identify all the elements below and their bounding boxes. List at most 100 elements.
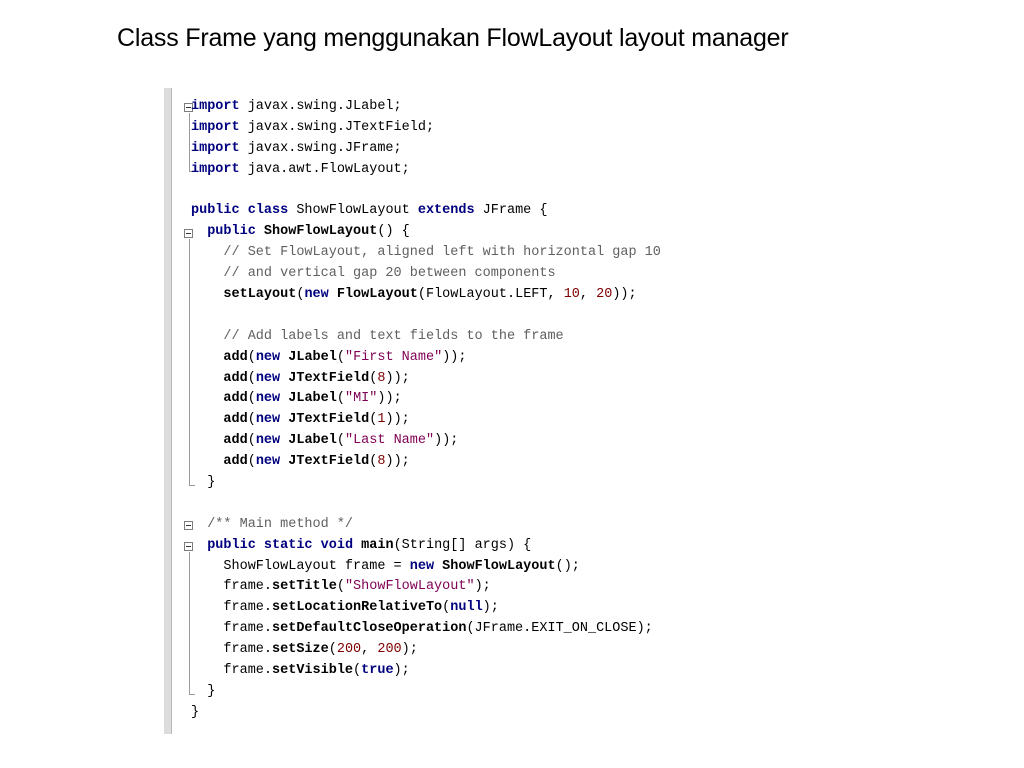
code-line: import java.awt.FlowLayout; xyxy=(191,160,661,181)
code-token: "MI" xyxy=(344,391,378,407)
code-token: new xyxy=(304,287,329,303)
fold-imports-icon[interactable] xyxy=(184,103,193,112)
code-token: ( xyxy=(336,349,345,365)
code-token: // Set FlowLayout, aligned left with hor… xyxy=(223,245,661,261)
code-token: (); xyxy=(555,558,580,574)
code-token: // and vertical gap 20 between component… xyxy=(223,266,556,282)
code-token: ( xyxy=(369,454,378,470)
code-token: /** Main method */ xyxy=(207,516,354,532)
code-token xyxy=(191,266,223,281)
code-token xyxy=(191,350,223,365)
code-token: ); xyxy=(401,642,418,658)
fold-main-icon[interactable] xyxy=(184,542,193,551)
code-token: add xyxy=(223,454,248,470)
code-token: )); xyxy=(442,349,467,365)
code-token: ShowFlowLayout xyxy=(288,203,418,219)
code-line: } xyxy=(191,473,661,494)
code-token: setLayout xyxy=(223,287,297,303)
code-token: frame. xyxy=(191,663,273,679)
code-token: 200 xyxy=(377,642,402,658)
code-token: add xyxy=(223,370,248,386)
code-token: setDefaultCloseOperation xyxy=(272,621,467,637)
code-token: JLabel xyxy=(288,433,337,449)
code-token: main xyxy=(361,537,394,553)
code-token: extends xyxy=(417,203,475,219)
code-token xyxy=(191,454,223,469)
code-token: )); xyxy=(385,454,410,470)
code-token: FlowLayout xyxy=(336,287,418,303)
code-line: } xyxy=(191,703,661,724)
code-line xyxy=(191,181,661,202)
code-line: import javax.swing.JLabel; xyxy=(191,97,661,118)
code-token: add xyxy=(223,391,248,407)
code-token: null xyxy=(450,600,483,616)
code-token xyxy=(329,287,337,302)
code-token: add xyxy=(223,412,248,428)
code-token: add xyxy=(223,349,248,365)
code-token: )); xyxy=(385,412,410,428)
code-line: public static void main(String[] args) { xyxy=(191,536,661,557)
code-token: ( xyxy=(369,370,378,386)
editor-left-border xyxy=(164,88,172,734)
code-token: javax.swing.JTextField; xyxy=(239,119,435,135)
code-token: "ShowFlowLayout" xyxy=(344,579,475,595)
code-token: 200 xyxy=(336,642,362,658)
code-token: add xyxy=(223,433,248,449)
code-token: ( xyxy=(247,349,256,365)
code-token xyxy=(191,287,223,302)
code-line: add(new JTextField(1)); xyxy=(191,410,661,431)
code-token: setTitle xyxy=(272,579,337,595)
code-token: JLabel xyxy=(288,391,337,407)
code-editor[interactable]: import javax.swing.JLabel;import javax.s… xyxy=(164,88,784,734)
fold-main-line xyxy=(189,552,190,694)
code-token: new xyxy=(255,454,281,470)
code-token: ( xyxy=(369,412,378,428)
code-area[interactable]: import javax.swing.JLabel;import javax.s… xyxy=(191,97,661,724)
code-token: ( xyxy=(247,370,256,386)
code-line: public class ShowFlowLayout extends JFra… xyxy=(191,201,661,222)
code-token: setVisible xyxy=(272,663,354,679)
code-token: void xyxy=(320,537,354,553)
code-line: add(new JTextField(8)); xyxy=(191,369,661,390)
code-line: // and vertical gap 20 between component… xyxy=(191,264,661,285)
code-token: "First Name" xyxy=(344,349,443,365)
code-token xyxy=(434,559,442,574)
code-token: new xyxy=(409,558,435,574)
code-token: frame. xyxy=(191,600,273,616)
code-token: ); xyxy=(474,579,491,595)
fold-imports-end xyxy=(189,171,195,172)
code-token: javax.swing.JFrame; xyxy=(239,140,402,156)
code-token: setSize xyxy=(272,642,329,658)
fold-javadoc-icon[interactable] xyxy=(184,521,193,530)
code-token xyxy=(191,245,223,260)
code-token: ( xyxy=(247,454,256,470)
code-token: ( xyxy=(247,391,256,407)
code-token: 8 xyxy=(377,370,386,386)
code-token: ); xyxy=(393,663,410,679)
code-token: frame. xyxy=(191,579,273,595)
code-token xyxy=(191,517,207,532)
code-token: )); xyxy=(385,370,410,386)
code-line: frame.setTitle("ShowFlowLayout"); xyxy=(191,577,661,598)
code-line: // Add labels and text fields to the fra… xyxy=(191,327,661,348)
code-token: )); xyxy=(377,391,402,407)
fold-constructor-icon[interactable] xyxy=(184,229,193,238)
code-token: JTextField xyxy=(288,454,370,470)
code-token: ( xyxy=(296,287,305,303)
code-line: frame.setDefaultCloseOperation(JFrame.EX… xyxy=(191,619,661,640)
code-line: import javax.swing.JTextField; xyxy=(191,118,661,139)
code-token: JLabel xyxy=(288,349,337,365)
code-line: add(new JLabel("First Name")); xyxy=(191,348,661,369)
code-token: "Last Name" xyxy=(344,433,435,449)
code-token: JTextField xyxy=(288,370,370,386)
code-token: 20 xyxy=(596,287,613,303)
code-token: ( xyxy=(328,642,337,658)
code-token: } xyxy=(191,704,200,720)
code-token: JTextField xyxy=(288,412,370,428)
code-token: )); xyxy=(612,287,637,303)
fold-constructor-end xyxy=(189,485,195,486)
code-token: java.awt.FlowLayout; xyxy=(239,161,410,177)
code-line: import javax.swing.JFrame; xyxy=(191,139,661,160)
code-token: (FlowLayout.LEFT, xyxy=(417,287,564,303)
